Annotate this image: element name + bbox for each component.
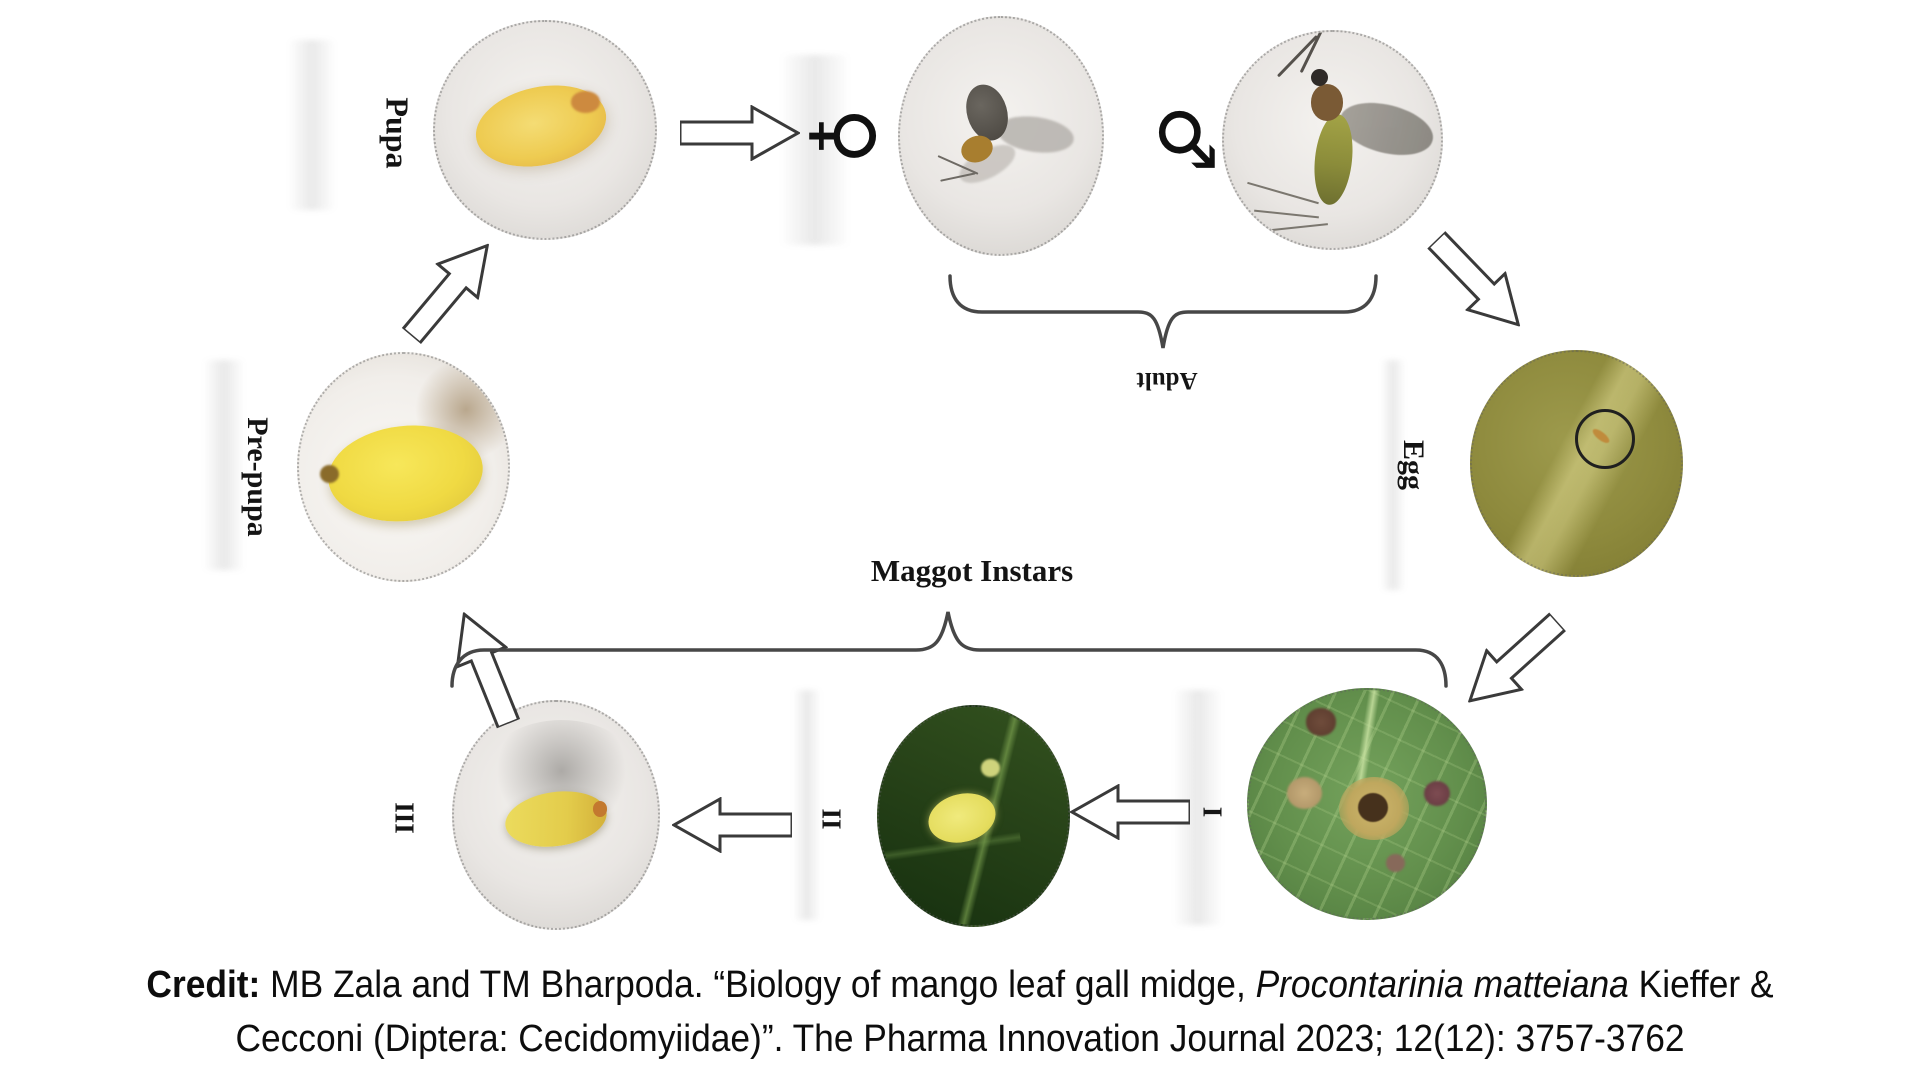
gall-spot <box>1385 854 1405 873</box>
male-midge-leg <box>1246 181 1319 204</box>
instar-2-label: II <box>816 808 847 830</box>
credit-citation-end: Kieffer & <box>1628 964 1774 1006</box>
maggot-instars-label: Maggot Instars <box>870 553 1074 588</box>
pre-pupa-label: Pre-pupa <box>241 417 274 537</box>
arrow-pupa-to-adult-icon <box>680 105 800 161</box>
adult-brace <box>948 274 1378 349</box>
instar-1-label: I <box>1197 806 1228 818</box>
pre-pupa-photo <box>297 352 510 582</box>
maggot-specimen-tip <box>592 801 607 818</box>
male-symbol-icon: ♂ <box>1142 104 1231 174</box>
maggot-instar-1-photo <box>1247 688 1487 920</box>
credit-citation: MB Zala and TM Bharpoda. “Biology of man… <box>260 964 1256 1006</box>
pupa-label: Pupa <box>379 97 416 169</box>
adult-male-photo <box>1222 30 1443 250</box>
scan-smudge <box>203 360 245 570</box>
female-symbol-icon: ♀ <box>800 107 890 165</box>
scan-smudge <box>793 690 821 920</box>
maggot-instars-brace <box>450 611 1448 688</box>
maggot-instar-2-photo <box>877 705 1070 927</box>
credit-prefix: Credit: <box>146 964 261 1006</box>
scan-smudge <box>1381 360 1405 590</box>
species-name: Procontarinia matteiana <box>1255 964 1629 1006</box>
gall-spot <box>1423 781 1450 807</box>
male-midge-leg <box>1271 223 1329 232</box>
instar-3-label: III <box>389 802 420 834</box>
adult-label: Adult <box>1136 367 1198 394</box>
gall-spot <box>1305 708 1337 736</box>
arrow-instar2-to-instar3-icon <box>672 797 792 853</box>
arrow-prepupa-to-pupa-icon <box>400 243 490 346</box>
gall-spot <box>1286 776 1323 809</box>
credit-line-1: Credit: MB Zala and TM Bharpoda. “Biolog… <box>67 958 1853 1012</box>
credit-text: Credit: MB Zala and TM Bharpoda. “Biolog… <box>67 958 1853 1066</box>
egg-annotation-circle <box>1575 409 1635 469</box>
egg-label: Egg <box>1397 439 1430 491</box>
pupa-specimen-tip <box>571 91 600 113</box>
maggot-speck <box>981 759 1000 777</box>
arrow-instar3-to-prepupa-icon <box>455 611 521 730</box>
pre-pupa-specimen-tip <box>319 464 339 483</box>
arrow-egg-to-instar1-icon <box>1467 611 1568 703</box>
credit-line-2: Cecconi (Diptera: Cecidomyiidae)”. The P… <box>235 1018 1685 1060</box>
maggot-instar-3-photo <box>452 700 660 930</box>
gall-spot-core <box>1357 792 1389 823</box>
male-midge-thorax <box>1310 83 1344 121</box>
adult-female-photo <box>898 16 1104 256</box>
arrow-adult-to-egg-icon <box>1426 230 1521 327</box>
male-midge-antenna <box>1276 34 1318 77</box>
scan-smudge <box>780 55 850 245</box>
arrow-instar1-to-instar2-icon <box>1070 784 1190 840</box>
male-midge-head <box>1310 68 1329 86</box>
pupa-specimen <box>467 73 614 178</box>
pupa-photo <box>433 20 657 240</box>
male-midge-leg <box>1254 210 1320 219</box>
egg-photo <box>1470 350 1683 577</box>
scan-smudge <box>288 40 336 210</box>
